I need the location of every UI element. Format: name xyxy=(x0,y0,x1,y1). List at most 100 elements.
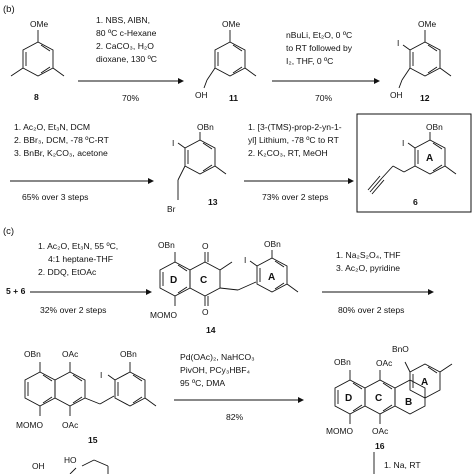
step-c3-line-1: Pd(OAc)₂, NaHCO₃ xyxy=(180,352,255,362)
arrowhead-b2 xyxy=(374,78,380,84)
step-c1-conditions: 1. Ac₂O, Et₃N, 55 ºC, 4:1 heptane-THF 2.… xyxy=(38,241,118,277)
compound-12-label: 12 xyxy=(420,93,430,103)
step-b4-line-2: yl] Lithium, -78 ºC to RT xyxy=(248,135,340,145)
compound-16-momo: MOMO xyxy=(326,426,353,436)
compound-6-box xyxy=(356,113,472,213)
step-b1-line-4: dioxane, 130 ºC xyxy=(96,54,157,64)
step-b4-line-1: 1. [3-(TMS)-prop-2-yn-1- xyxy=(248,122,342,132)
arrowhead-b4 xyxy=(348,178,354,184)
compound-14-structure: OBn O O MOMO OBn I D C A xyxy=(150,239,299,320)
step-c2-line-2: 3. Ac₂O, pyridine xyxy=(336,263,400,273)
compound-13-structure: OBn I Br xyxy=(167,122,227,214)
step-c4-line-1: 1. Na, RT xyxy=(384,460,421,470)
step-b2-line-2: to RT followed by xyxy=(286,43,353,53)
step-b2-conditions: nBuLi, Et₂O, 0 ºC to RT followed by I₂, … xyxy=(286,30,353,66)
step-c1-yield: 32% over 2 steps xyxy=(40,305,106,315)
step-c1-line-1: 1. Ac₂O, Et₃N, 55 ºC, xyxy=(38,241,118,251)
step-b3-conditions: 1. Ac₂O, Et₃N, DCM 2. BBr₃, DCM, -78 ºC-… xyxy=(14,122,110,158)
compound-14-iodo: I xyxy=(244,255,246,265)
step-c1-line-3: 2. DDQ, EtOAc xyxy=(38,267,97,277)
compound-13-label: 13 xyxy=(208,197,218,207)
step-b3-line-3: 3. BnBr, K₂CO₃, acetone xyxy=(14,148,108,158)
compound-16-obn: OBn xyxy=(334,357,351,367)
arrowhead-b3 xyxy=(148,178,154,184)
compound-6-ring-a: A xyxy=(426,153,433,164)
compound-16-bno: BnO xyxy=(392,344,409,354)
step-b3-line-1: 1. Ac₂O, Et₃N, DCM xyxy=(14,122,90,132)
compound-15-label: 15 xyxy=(88,435,98,445)
compound-14-o-top: O xyxy=(202,241,209,251)
step-b2-line-3: I₂, THF, 0 ºC xyxy=(286,56,333,66)
step-b1-line-1: 1. NBS, AIBN, xyxy=(96,15,150,25)
compound-6-obn: OBn xyxy=(426,122,443,132)
step-c3-line-2: PivOH, PCy₃HBF₄ xyxy=(180,365,251,375)
compound-8-label: 8 xyxy=(34,92,39,102)
compound-13-obn: OBn xyxy=(197,122,214,132)
compound-15-obn-aryl: OBn xyxy=(120,349,137,359)
compound-14-ring-c: C xyxy=(200,275,207,286)
step-b4-yield: 73% over 2 steps xyxy=(262,192,328,202)
compound-11-ome: OMe xyxy=(222,19,240,29)
reactants-5-plus-6: 5 + 6 xyxy=(6,286,26,296)
step-c2-line-1: 1. Na₂S₂O₄, THF xyxy=(336,250,400,260)
compound-16-label: 16 xyxy=(375,441,385,451)
step-c2-conditions: 1. Na₂S₂O₄, THF 3. Ac₂O, pyridine xyxy=(336,250,400,273)
step-b3-line-2: 2. BBr₃, DCM, -78 ºC-RT xyxy=(14,135,110,145)
compound-16-structure: OBn BnO OAc MOMO OAc D C B A xyxy=(326,344,453,436)
compound-14-momo: MOMO xyxy=(150,310,177,320)
compound-6-iodo: I xyxy=(402,138,404,148)
compound-14-obn-aryl: OBn xyxy=(264,239,281,249)
arrowhead-c1 xyxy=(146,289,152,295)
compound-11-structure: OMe OH xyxy=(195,19,257,100)
compound-8-ome: OMe xyxy=(30,19,48,29)
arrowhead-b1 xyxy=(178,78,184,84)
compound-6-label: 6 xyxy=(413,197,418,207)
compound-14-label: 14 xyxy=(206,325,216,335)
step-b4-line-3: 2. K₂CO₃, RT, MeOH xyxy=(248,148,328,158)
step-b1-line-3: 2. CaCO₃, H₂O xyxy=(96,41,154,51)
step-b1-yield: 70% xyxy=(122,93,140,103)
compound-11-label: 11 xyxy=(229,93,238,103)
compound-14-obn: OBn xyxy=(158,240,175,250)
compound-15-oac-top: OAc xyxy=(62,349,78,359)
compound-12-ome: OMe xyxy=(418,19,436,29)
bottom-oh: OH xyxy=(32,461,45,471)
compound-11-oh: OH xyxy=(195,90,208,100)
arrowhead-c2 xyxy=(428,289,434,295)
compound-bottom-partial: OH HO xyxy=(32,455,109,474)
step-b2-yield: 70% xyxy=(315,93,333,103)
compound-6-structure: OBn I A xyxy=(367,122,457,195)
compound-16-oac-bottom: OAc xyxy=(372,426,388,436)
compound-16-oac-top: OAc xyxy=(376,358,392,368)
step-c3-yield: 82% xyxy=(226,412,244,422)
compound-12-oh: OH xyxy=(390,90,403,100)
step-b1-conditions: 1. NBS, AIBN, 80 ºC c-Hexane 2. CaCO₃, H… xyxy=(96,15,157,64)
step-b3-yield: 65% over 3 steps xyxy=(22,192,88,202)
compound-8-structure: OMe xyxy=(10,19,65,77)
compound-14-ring-d: D xyxy=(170,275,177,286)
step-b4-conditions: 1. [3-(TMS)-prop-2-yn-1- yl] Lithium, -7… xyxy=(248,122,342,158)
compound-15-structure: OBn OAc OBn I MOMO OAc xyxy=(16,349,157,430)
compound-16-ring-b: B xyxy=(405,397,412,408)
step-c3-conditions: Pd(OAc)₂, NaHCO₃ PivOH, PCy₃HBF₄ 95 ºC, … xyxy=(180,352,255,388)
compound-14-o-bottom: O xyxy=(202,307,209,317)
compound-13-iodo: I xyxy=(172,138,174,148)
step-b2-line-1: nBuLi, Et₂O, 0 ºC xyxy=(286,30,352,40)
section-b-label: (b) xyxy=(3,4,15,15)
compound-12-structure: OMe I OH xyxy=(390,19,452,100)
compound-12-iodo: I xyxy=(397,38,399,48)
step-c2-yield: 80% over 2 steps xyxy=(338,305,404,315)
step-c1-line-2: 4:1 heptane-THF xyxy=(48,254,113,264)
compound-16-ring-c: C xyxy=(375,393,382,404)
bottom-ho: HO xyxy=(64,455,77,465)
arrowhead-c3 xyxy=(298,397,304,403)
compound-15-obn: OBn xyxy=(24,349,41,359)
compound-16-ring-a: A xyxy=(421,377,428,388)
section-c-label: (c) xyxy=(3,226,14,237)
step-b1-line-2: 80 ºC c-Hexane xyxy=(96,28,157,38)
step-c3-line-3: 95 ºC, DMA xyxy=(180,378,225,388)
compound-15-momo: MOMO xyxy=(16,420,43,430)
compound-16-ring-d: D xyxy=(345,393,352,404)
compound-13-br: Br xyxy=(167,204,176,214)
